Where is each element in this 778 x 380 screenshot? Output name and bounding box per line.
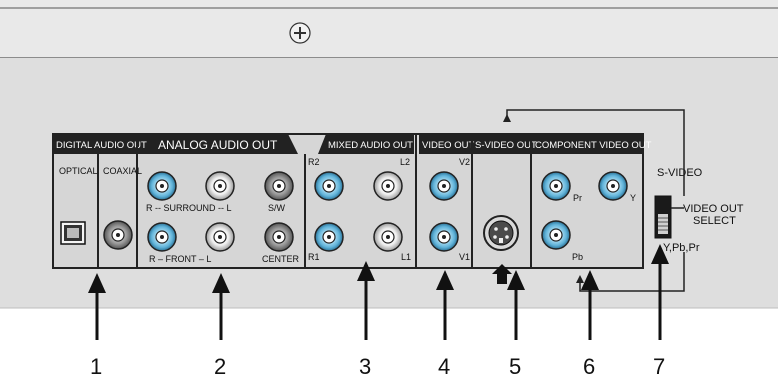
section-dividers	[97, 134, 532, 268]
analog-audio-out-label: ANALOG AUDIO OUT	[158, 138, 278, 152]
callout-5: 5	[509, 354, 521, 379]
rca-jack-mixed-l1[interactable]	[373, 222, 403, 252]
rca-jack-component-pb[interactable]	[541, 220, 571, 250]
r2-label: R2	[308, 157, 320, 167]
bold-up-arrow-icon	[492, 264, 512, 284]
callout-7: 7	[653, 354, 665, 379]
callout-2: 2	[214, 354, 226, 379]
screw-icon	[289, 22, 311, 44]
s-video-out-label: S-VIDEO OUT	[475, 140, 537, 151]
top-cover	[0, 0, 778, 58]
center-label: CENTER	[262, 254, 300, 264]
video-out-select-switch[interactable]	[654, 195, 672, 239]
rca-jack-mixed-r1[interactable]	[314, 222, 344, 252]
s-video-jack[interactable]	[483, 215, 519, 251]
rca-jack-center[interactable]	[264, 222, 294, 252]
surround-label: R -- SURROUND -- L	[146, 203, 232, 213]
video-out-select-label-2: SELECT	[693, 215, 736, 227]
video-out-select-label: VIDEO OUT	[683, 203, 744, 215]
rca-jack-front-r[interactable]	[147, 222, 177, 252]
ypbpr-mode-label: Y,Pb,Pr	[663, 242, 700, 254]
callout-3: 3	[359, 354, 371, 379]
v2-label: V2	[459, 157, 470, 167]
l1-label: L1	[401, 252, 411, 262]
rca-jack-mixed-r2[interactable]	[314, 171, 344, 201]
rca-jack-component-pr[interactable]	[541, 171, 571, 201]
pb-label: Pb	[572, 252, 583, 262]
rca-jack-surround-l[interactable]	[205, 171, 235, 201]
bracket-arrow-icon	[503, 114, 511, 122]
front-label: R – FRONT – L	[149, 254, 211, 264]
v1-label: V1	[459, 252, 470, 262]
callout-arrows	[88, 244, 669, 340]
coaxial-label: COAXIAL	[103, 166, 142, 176]
optical-jack[interactable]	[60, 221, 86, 245]
bracket-arrow-icon	[576, 275, 584, 283]
s-video-mode-label: S-VIDEO	[657, 167, 703, 179]
r1-label: R1	[308, 252, 320, 262]
pr-label: Pr	[573, 193, 582, 203]
digital-audio-out-label: DIGITAL AUDIO OUT	[56, 140, 147, 151]
video-out-label: VIDEO OUT	[422, 140, 474, 151]
rca-jack-video-v2[interactable]	[429, 171, 459, 201]
rca-jack-video-v1[interactable]	[429, 222, 459, 252]
callout-4: 4	[438, 354, 450, 379]
rca-jack-surround-r[interactable]	[147, 171, 177, 201]
sw-label: S/W	[268, 203, 286, 213]
l2-label: L2	[400, 157, 410, 167]
rca-jack-subwoofer[interactable]	[264, 171, 294, 201]
mixed-audio-out-label: MIXED AUDIO OUT	[328, 140, 413, 151]
callout-6: 6	[583, 354, 595, 379]
optical-label: OPTICAL	[59, 166, 98, 176]
coaxial-jack[interactable]	[103, 220, 133, 250]
callout-1: 1	[90, 354, 102, 379]
rca-jack-component-y[interactable]	[598, 171, 628, 201]
component-video-out-label: COMPONENT VIDEO OUT	[535, 140, 652, 151]
y-label: Y	[630, 193, 636, 203]
header-bars	[53, 134, 643, 154]
rca-jack-front-l[interactable]	[205, 222, 235, 252]
rca-jack-mixed-l2[interactable]	[373, 171, 403, 201]
